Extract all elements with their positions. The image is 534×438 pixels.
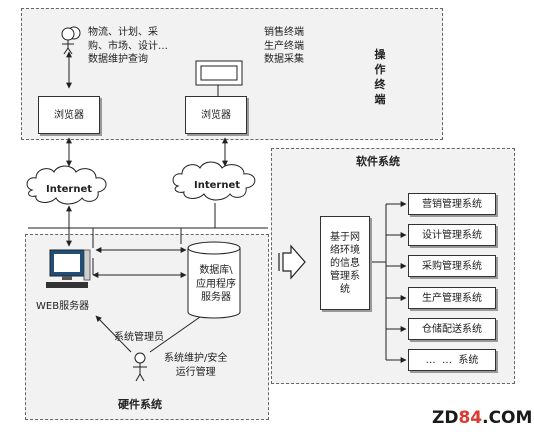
subsystem-label: 仓储配送系统 [422,323,482,335]
core-system-box: 基于网 络环境 的信息 管理系 统 [320,216,370,310]
watermark-suffix: .COM [482,408,533,428]
site-watermark: ZD84.COM [432,408,532,428]
watermark-digits: 84 [458,408,483,428]
web-server-computer-icon [46,249,91,288]
browser-left-label: 浏览器 [54,109,84,121]
subsystem-label: 采购管理系统 [422,260,482,272]
user-group-icon [61,26,81,55]
web-server-label: WEB服务器 [36,301,90,312]
admin-label: 系统管理员 [114,332,164,343]
terminal-monitor-icon [195,60,243,86]
browser-box-left: 浏览器 [38,96,100,134]
hollow-arrow-icon [282,244,306,280]
subsystem-box: 生产管理系统 [408,287,496,309]
internet-cloud-icon [172,161,256,201]
internet-label-left: Internet [46,184,93,195]
subsystem-box: 仓储配送系统 [408,318,496,340]
subsystem-label: 设计管理系统 [422,229,482,241]
watermark-prefix: ZD [432,408,459,428]
admin-person-icon [133,352,147,382]
subsystem-label: 营销管理系统 [422,198,482,210]
database-server-icon [187,241,241,319]
subsystem-box: 营销管理系统 [408,193,496,215]
subsystem-box: … … 系统 [408,349,496,371]
internet-label-right: Internet [194,180,241,191]
subsystem-label: 生产管理系统 [422,292,482,304]
hardware-system-title: 硬件系统 [118,398,162,411]
terminals-label: 销售终端 生产终端 数据采集 [264,27,304,65]
subsystem-box: 设计管理系统 [408,224,496,246]
browser-right-label: 浏览器 [201,109,231,121]
core-system-label: 基于网 络环境 的信息 管理系 统 [330,231,360,295]
user-roles-label: 物流、计划、采 购、市场、设计… 数据维护查询 [88,27,168,65]
internet-cloud-icon [26,165,107,205]
subsystem-box: 采购管理系统 [408,255,496,277]
subsystem-label: … … 系统 [425,354,479,366]
maintenance-label: 系统维护/安全 运行管理 [164,353,228,378]
operator-terminal-title: 操 作 终 端 [374,48,386,106]
db-server-label: 数据库\ 应用程序 服务器 [196,265,236,303]
browser-box-right: 浏览器 [185,96,247,134]
software-system-title: 软件系统 [356,155,400,168]
